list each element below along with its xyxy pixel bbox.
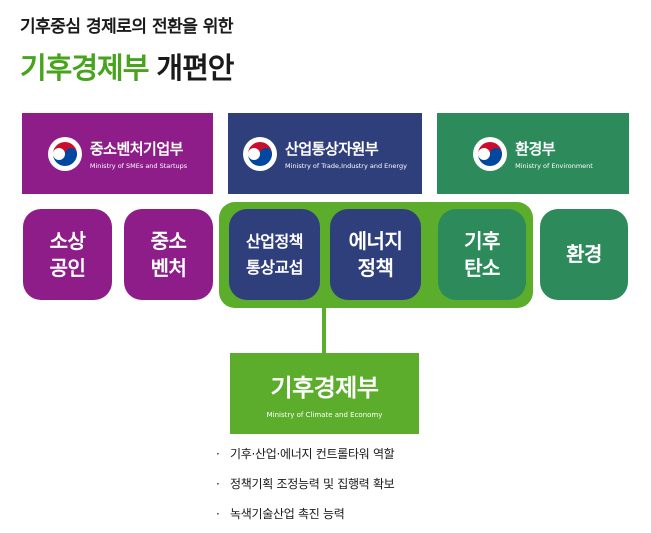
taegeuk-emblem-icon	[243, 136, 278, 171]
ministry-environment: 환경부 Ministry of Environment	[437, 113, 629, 194]
new-ministry-english-name: Ministry of Climate and Economy	[266, 411, 383, 419]
list-item: · 정책기획 조정능력 및 집행력 확보	[216, 475, 395, 505]
division-label: 중소 벤처	[150, 228, 187, 280]
role-text: 정책기획 조정능력 및 집행력 확보	[230, 477, 395, 491]
division-small-business: 소상 공인	[23, 209, 112, 300]
ministry-english-name: Ministry of Trade,Industry and Energy	[285, 161, 407, 170]
division-energy-policy: 에너지 정책	[330, 209, 421, 300]
division-label: 에너지 정책	[348, 228, 403, 280]
connector-line	[322, 308, 326, 353]
ministry-name: 산업통상자원부	[285, 139, 379, 158]
ministry-name: 환경부	[515, 139, 556, 158]
bullet-dot-icon: ·	[216, 477, 220, 491]
ministry-english-name: Ministry of SMEs and Startups	[89, 161, 188, 170]
role-text: 기후·산업·에너지 컨트롤타워 역할	[230, 447, 395, 461]
division-label: 소상 공인	[49, 228, 86, 280]
role-list: ·기후·산업·에너지 컨트롤타워 역할 ·정책기획 조정능력 및 집행력 확보 …	[216, 445, 395, 533]
ministry-smes: 중소벤처기업부 Ministry of SMEs and Startups	[22, 113, 213, 194]
taegeuk-emblem-icon	[47, 136, 82, 171]
title-highlight: 기후경제부	[20, 51, 149, 85]
division-label: 기후 탄소	[464, 228, 500, 280]
new-ministry-name: 기후경제부	[270, 374, 379, 402]
new-ministry-box: 기후경제부 Ministry of Climate and Economy	[230, 353, 419, 434]
page-subtitle: 기후중심 경제로의 전환을 위한	[20, 17, 234, 37]
division-industry-trade: 산업정책 통상교섭	[229, 209, 320, 300]
ministry-english-name: Ministry of Environment	[515, 161, 593, 170]
list-item: · 녹색기술산업 촉진 능력	[216, 505, 394, 533]
list-item: · 기후·산업·에너지 컨트롤타워 역할	[216, 445, 395, 475]
role-text: 녹색기술산업 촉진 능력	[230, 507, 345, 521]
division-climate-carbon: 기후 탄소	[438, 209, 526, 300]
ministry-name: 중소벤처기업부	[89, 139, 184, 158]
bullet-dot-icon: ·	[216, 447, 220, 461]
division-label: 환경	[566, 242, 602, 266]
title-rest: 개편안	[156, 51, 234, 85]
division-label: 산업정책 통상교섭	[246, 231, 303, 277]
taegeuk-emblem-icon	[473, 136, 508, 171]
bullet-dot-icon: ·	[216, 507, 220, 521]
ministry-trade: 산업통상자원부 Ministry of Trade,Industry and E…	[228, 113, 422, 194]
division-environment: 환경	[540, 209, 628, 300]
division-sme-venture: 중소 벤처	[124, 209, 213, 300]
